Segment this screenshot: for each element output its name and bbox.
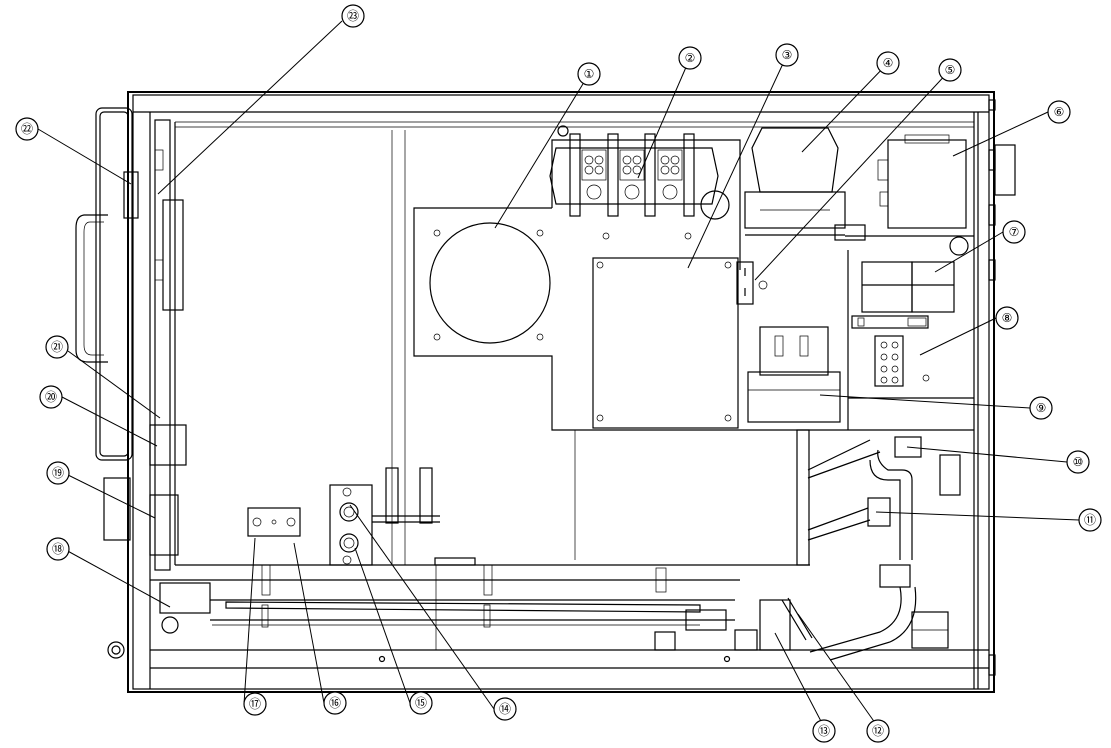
callout-18: ⑱ (46, 537, 70, 561)
control-board (592, 257, 768, 429)
callout-11: ⑪ (1078, 508, 1102, 532)
callout-14-label: ⑭ (499, 702, 511, 716)
callout-9-label: ⑨ (1036, 401, 1047, 415)
transformer (845, 134, 974, 256)
mounting-bracket (247, 507, 301, 537)
callout-19-label: ⑲ (52, 466, 64, 480)
callout-2-label: ② (685, 51, 696, 65)
callout-23: ㉓ (341, 4, 365, 28)
callout-9: ⑨ (1029, 396, 1053, 420)
callout-1-label: ① (584, 67, 595, 81)
terminal-block (549, 133, 741, 270)
callout-11-label: ⑪ (1084, 513, 1096, 527)
switch-panel (329, 467, 476, 566)
callout-19: ⑲ (46, 461, 70, 485)
capacitor-unit (735, 326, 974, 431)
callout-1: ① (577, 62, 601, 86)
leader-lines (37, 20, 1080, 728)
callout-16-label: ⑯ (329, 696, 341, 710)
callout-22: ㉒ (15, 117, 39, 141)
callout-7: ⑦ (1002, 220, 1026, 244)
callout-20: ⑳ (39, 385, 63, 409)
enclosure-frame (107, 91, 1016, 693)
circuit-breaker (847, 250, 955, 430)
callout-7-label: ⑦ (1009, 225, 1020, 239)
fan-plate (391, 130, 735, 565)
callout-12-label: ⑫ (872, 724, 884, 738)
callout-10: ⑩ (1066, 450, 1090, 474)
callout-3-label: ③ (782, 48, 793, 62)
callout-4-label: ④ (883, 56, 894, 70)
callout-16: ⑯ (323, 691, 347, 715)
callout-10-label: ⑩ (1073, 455, 1084, 469)
callout-17: ⑰ (243, 692, 267, 716)
callout-8: ⑧ (995, 306, 1019, 330)
relay-unit (744, 127, 866, 241)
callouts: ① ② ③ ④ ⑤ ⑥ ⑦ ⑧ ⑨ ⑩ ⑪ ⑫ ⑬ ⑭ ⑮ ⑯ ⑰ ⑱ ⑲ ⑳ … (15, 4, 1102, 743)
callout-13: ⑬ (812, 719, 836, 743)
callout-15-label: ⑮ (415, 696, 427, 710)
callout-12: ⑫ (866, 719, 890, 743)
callout-18-label: ⑱ (52, 542, 64, 556)
plumbing-assembly (654, 429, 961, 661)
callout-13-label: ⑬ (818, 724, 830, 738)
terminal-strip (848, 335, 974, 399)
callout-22-label: ㉒ (21, 122, 33, 136)
callout-17-label: ⑰ (249, 697, 261, 711)
bottom-shelf (150, 564, 810, 650)
callout-5-label: ⑤ (945, 63, 956, 77)
callout-8-label: ⑧ (1002, 311, 1013, 325)
callout-14: ⑭ (493, 697, 517, 721)
callout-4: ④ (876, 51, 900, 75)
callout-6: ⑥ (1047, 100, 1071, 124)
door-handle-assembly (75, 107, 187, 571)
callout-3: ③ (775, 43, 799, 67)
callout-15: ⑮ (409, 691, 433, 715)
callout-5: ⑤ (938, 58, 962, 82)
callout-21: ㉑ (45, 335, 69, 359)
callout-2: ② (678, 46, 702, 70)
callout-20-label: ⑳ (45, 390, 57, 404)
callout-6-label: ⑥ (1054, 105, 1065, 119)
callout-21-label: ㉑ (51, 340, 63, 354)
callout-23-label: ㉓ (347, 9, 359, 23)
